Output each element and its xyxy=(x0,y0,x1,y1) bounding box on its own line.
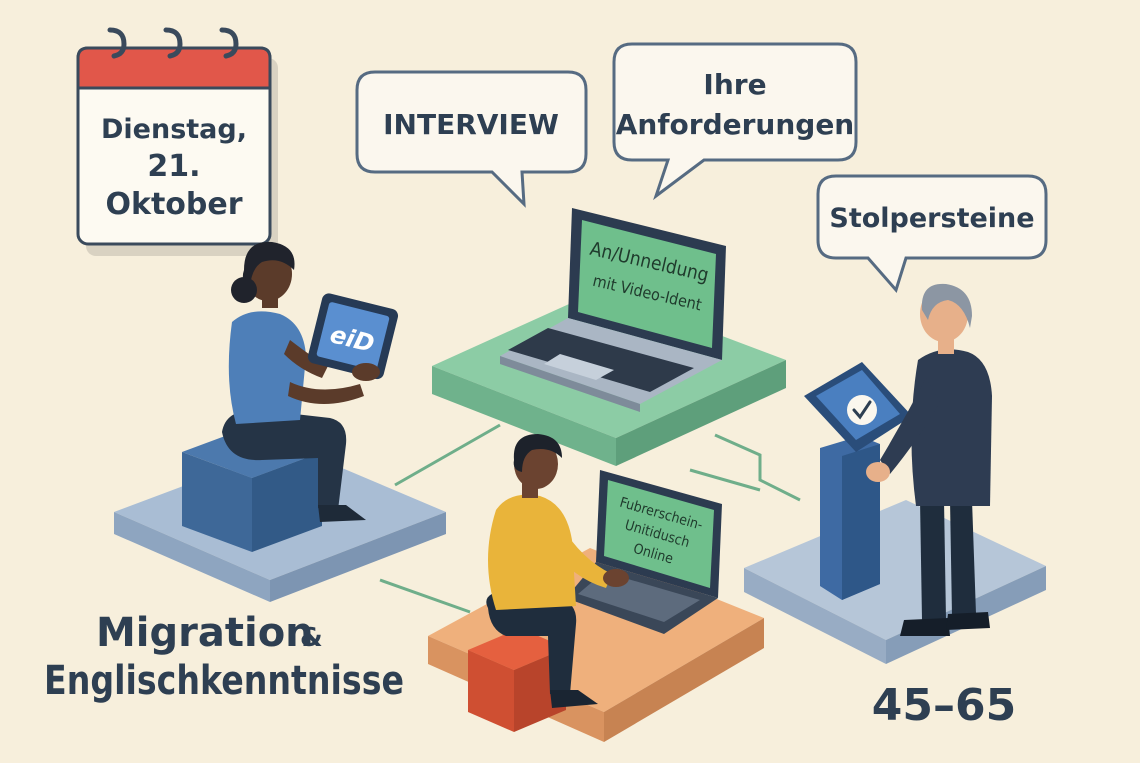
topic-caption: Migration & Englischkenntnisse xyxy=(44,610,404,704)
speech-bubble-obstacles: Stolpersteine xyxy=(816,174,1048,294)
topic-ampersand: & xyxy=(300,623,323,653)
man-figure-standing xyxy=(866,283,992,636)
calendar-icon: Dienstag, 21. Oktober xyxy=(76,27,278,256)
id-terminal-kiosk xyxy=(804,362,912,600)
laptop-top: An/Unneldung mit Video-Ident xyxy=(500,208,726,412)
speech-bubble-requirements: Ihre Anforderungen xyxy=(612,42,858,201)
bubble-interview-text: INTERVIEW xyxy=(383,108,559,141)
topic-line1: Migration xyxy=(96,610,314,656)
network-connectors xyxy=(379,423,801,614)
bubble-requirements-line2: Anforderungen xyxy=(616,108,855,141)
tablet-device: eiD xyxy=(307,293,399,381)
check-icon xyxy=(847,395,877,425)
calendar-day: 21. xyxy=(147,149,200,184)
calendar-weekday: Dienstag, xyxy=(101,114,247,145)
bubble-requirements-line1: Ihre xyxy=(703,68,766,101)
calendar-month: Oktober xyxy=(105,187,242,222)
woman-figure xyxy=(222,241,366,522)
right-platform xyxy=(744,500,1046,664)
bubble-obstacles-text: Stolpersteine xyxy=(829,203,1034,234)
age-range-label: 45–65 xyxy=(872,680,1016,731)
topic-line2: Englischkenntnisse xyxy=(44,658,404,704)
man-figure-seated xyxy=(486,434,629,708)
speech-bubble-interview: INTERVIEW xyxy=(355,70,588,208)
